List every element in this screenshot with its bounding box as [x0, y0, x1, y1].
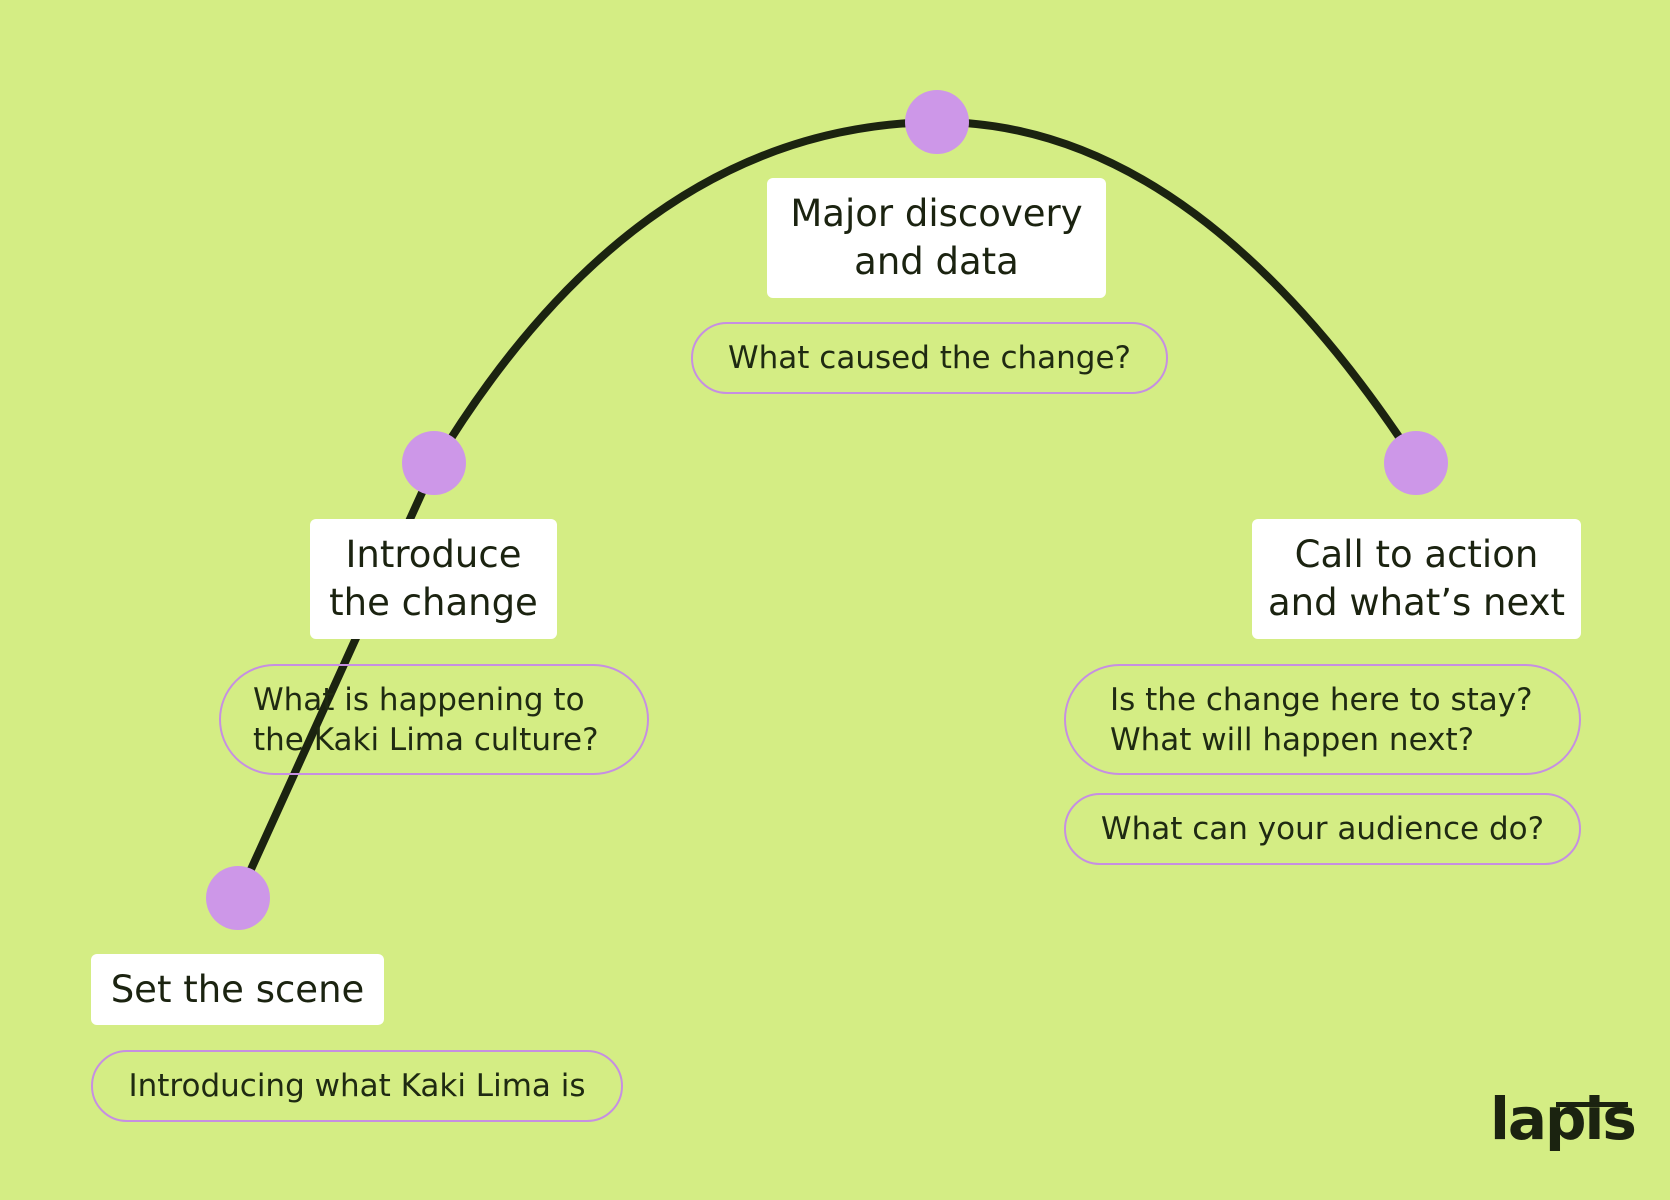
stage-1-question-line: Introducing what Kaki Lima is — [128, 1068, 586, 1104]
stage-4-title-line-1: Call to action — [1294, 533, 1539, 576]
stage-2-marker — [402, 431, 466, 495]
stage-1-title-line: Set the scene — [110, 967, 365, 1011]
stage-4-title: Call to action and what’s next — [1252, 519, 1581, 639]
stage-3-question: What caused the change? — [691, 322, 1168, 394]
stage-3-question-line: What caused the change? — [727, 340, 1131, 376]
stage-4-question-1-line-1: Is the change here to stay? — [1110, 681, 1533, 718]
stage-4-question-1: Is the change here to stay? What will ha… — [1064, 664, 1581, 775]
stage-2-title-line-2: the change — [329, 581, 538, 624]
stage-3-title-line-1: Major discovery — [790, 192, 1083, 235]
stage-4-question-2-line: What can your audience do? — [1100, 811, 1545, 847]
lapis-logo: lapis — [1490, 1085, 1637, 1153]
stage-3-title: Major discovery and data — [767, 178, 1106, 298]
stage-3-title-line-2: and data — [854, 240, 1019, 283]
stage-2-question: What is happening to the Kaki Lima cultu… — [219, 664, 649, 775]
stage-4-question-2: What can your audience do? — [1064, 793, 1581, 865]
stage-4-marker — [1384, 431, 1448, 495]
stage-2-title-line-1: Introduce — [345, 533, 522, 576]
stage-1-title: Set the scene — [91, 954, 384, 1025]
stage-3-marker — [905, 90, 969, 154]
stage-2-question-line-2: the Kaki Lima culture? — [253, 721, 599, 758]
stage-4-question-1-line-2: What will happen next? — [1110, 721, 1475, 758]
stage-2-title: Introduce the change — [310, 519, 557, 639]
stage-1-marker — [206, 866, 270, 930]
stage-1-question: Introducing what Kaki Lima is — [91, 1050, 623, 1122]
stage-4-title-line-2: and what’s next — [1267, 581, 1566, 624]
logo-accent-bar — [1556, 1102, 1628, 1107]
stage-2-question-line-1: What is happening to — [253, 681, 585, 718]
